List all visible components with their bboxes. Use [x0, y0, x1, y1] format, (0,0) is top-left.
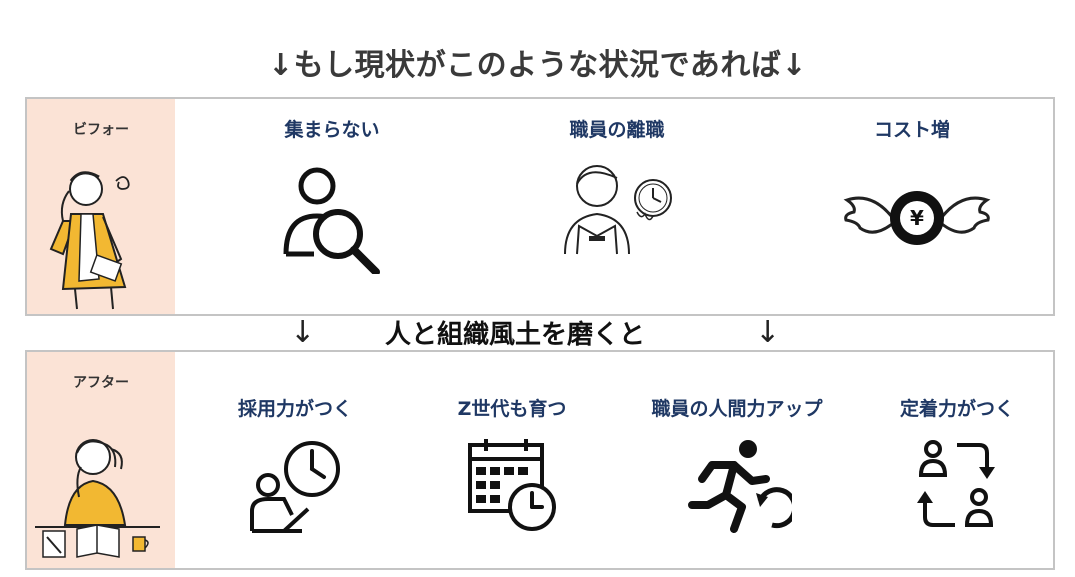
after-item-genz: Z世代も育つ	[432, 394, 592, 535]
down-arrow-right: ↓	[755, 315, 781, 350]
staff-clock-icon	[564, 165, 672, 255]
before-side: ビフォー	[27, 99, 175, 314]
before-item-label: 集まらない	[284, 119, 380, 141]
down-arrow-left: ↓	[290, 315, 316, 350]
before-item-cost: コスト増 ¥	[842, 115, 991, 252]
after-item-humanity: 職員の人間力アップ	[637, 394, 837, 535]
user-search-icon	[283, 167, 380, 274]
transition-text: 人と組織風土を磨くと	[384, 320, 645, 350]
page-heading: ↓もし現状がこのような状況であれば↓	[268, 48, 807, 83]
before-item-label: 職員の離職	[569, 119, 665, 141]
after-item-label: Z世代も育つ	[457, 398, 567, 420]
after-item-retention: 定着力がつく	[887, 394, 1027, 535]
before-item-gather: 集まらない	[247, 115, 417, 274]
after-item-label: 定着力がつく	[899, 398, 1014, 420]
after-panel: アフター 採用力がつく	[25, 350, 1055, 570]
running-person-icon	[688, 440, 792, 533]
after-item-recruit: 採用力がつく	[210, 394, 380, 535]
after-label: アフター	[73, 375, 129, 391]
studying-woman-illustration	[35, 439, 160, 558]
person-laptop-clock-icon	[250, 441, 340, 533]
before-panel: ビフォー 集まらない	[25, 97, 1055, 316]
people-exchange-icon	[917, 440, 995, 527]
calendar-clock-icon	[468, 439, 556, 531]
before-item-turnover: 職員の離職	[537, 115, 697, 256]
flying-yen-coin-icon: ¥	[843, 191, 991, 245]
after-side: アフター	[27, 352, 175, 568]
after-item-label: 採用力がつく	[237, 398, 352, 420]
worried-man-illustration	[49, 171, 130, 310]
after-item-label: 職員の人間力アップ	[651, 398, 823, 420]
before-label: ビフォー	[73, 122, 129, 138]
before-item-label: コスト増	[873, 119, 950, 141]
svg-text:¥: ¥	[910, 206, 924, 230]
